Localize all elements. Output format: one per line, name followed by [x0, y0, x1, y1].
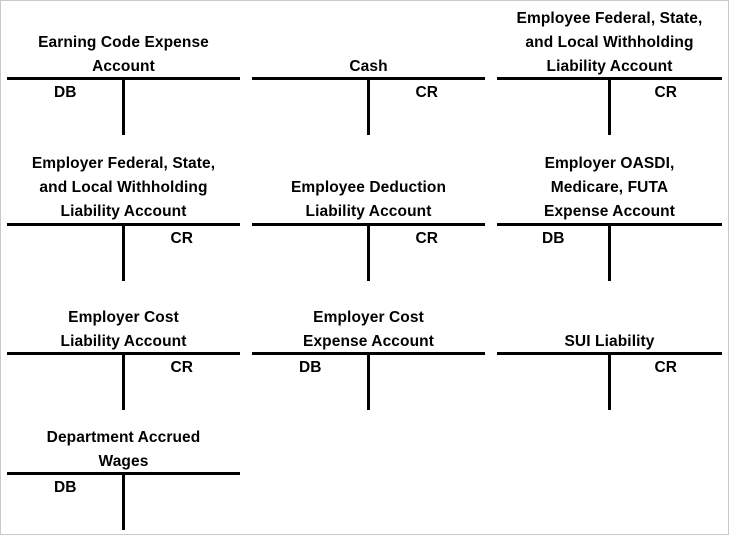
- t-account-credit-label: CR: [654, 359, 677, 376]
- t-account-rule: [252, 77, 485, 80]
- t-account-rule: [7, 223, 240, 226]
- t-account-stem: [122, 475, 125, 530]
- t-account-stem: [367, 226, 370, 281]
- t-account-rule: [7, 472, 240, 475]
- t-account-credit-label: CR: [415, 230, 438, 247]
- t-account-title: SUI Liability: [564, 333, 655, 350]
- t-account-employee-deduction-liability[interactable]: Employee Deduction Liability Account CR: [246, 141, 491, 286]
- t-account-stem: [367, 80, 370, 135]
- t-account-rule: [497, 352, 722, 355]
- t-account-credit-label: CR: [170, 359, 193, 376]
- t-account-employer-cost-expense[interactable]: Employer Cost Expense Account DB: [246, 286, 491, 416]
- t-account-credit-label: CR: [654, 84, 677, 101]
- t-account-rule: [497, 223, 722, 226]
- t-account-department-accrued-wages[interactable]: Department Accrued Wages DB: [1, 416, 246, 536]
- t-account-stem: [608, 355, 611, 410]
- t-account-rule: [252, 223, 485, 226]
- t-account-rule: [252, 352, 485, 355]
- t-account-stem: [122, 355, 125, 410]
- t-account-employee-withholding-liability[interactable]: Employee Federal, State, and Local Withh…: [491, 1, 728, 141]
- t-account-earning-code-expense[interactable]: Earning Code Expense Account DB: [1, 1, 246, 141]
- t-account-stem: [367, 355, 370, 410]
- t-account-employer-oasdi-medicare-futa-expense[interactable]: Employer OASDI, Medicare, FUTA Expense A…: [491, 141, 728, 286]
- t-account-title: Employer Cost Expense Account: [303, 309, 434, 350]
- t-account-title: Cash: [349, 58, 388, 75]
- t-account-title: Department Accrued Wages: [46, 429, 201, 470]
- t-account-rule: [497, 77, 722, 80]
- t-account-title: Employee Federal, State, and Local Withh…: [516, 10, 703, 75]
- t-account-sui-liability[interactable]: SUI Liability CR: [491, 286, 728, 416]
- t-account-cash[interactable]: Cash CR: [246, 1, 491, 141]
- t-account-title: Employee Deduction Liability Account: [290, 179, 447, 220]
- t-account-stem: [608, 80, 611, 135]
- t-account-title: Earning Code Expense Account: [38, 34, 209, 75]
- t-account-title: Employer OASDI, Medicare, FUTA Expense A…: [544, 155, 675, 220]
- t-account-stem: [122, 80, 125, 135]
- t-account-credit-label: CR: [170, 230, 193, 247]
- t-account-stem: [608, 226, 611, 281]
- t-account-credit-label: CR: [415, 84, 438, 101]
- t-account-rule: [7, 77, 240, 80]
- t-account-debit-label: DB: [542, 230, 565, 247]
- t-account-debit-label: DB: [299, 359, 322, 376]
- t-account-title: Employer Cost Liability Account: [60, 309, 187, 350]
- t-account-employer-withholding-liability[interactable]: Employer Federal, State, and Local Withh…: [1, 141, 246, 286]
- t-account-rule: [7, 352, 240, 355]
- t-account-title: Employer Federal, State, and Local Withh…: [31, 155, 216, 220]
- t-account-debit-label: DB: [54, 84, 77, 101]
- t-account-stem: [122, 226, 125, 281]
- t-account-employer-cost-liability[interactable]: Employer Cost Liability Account CR: [1, 286, 246, 416]
- t-account-debit-label: DB: [54, 479, 77, 496]
